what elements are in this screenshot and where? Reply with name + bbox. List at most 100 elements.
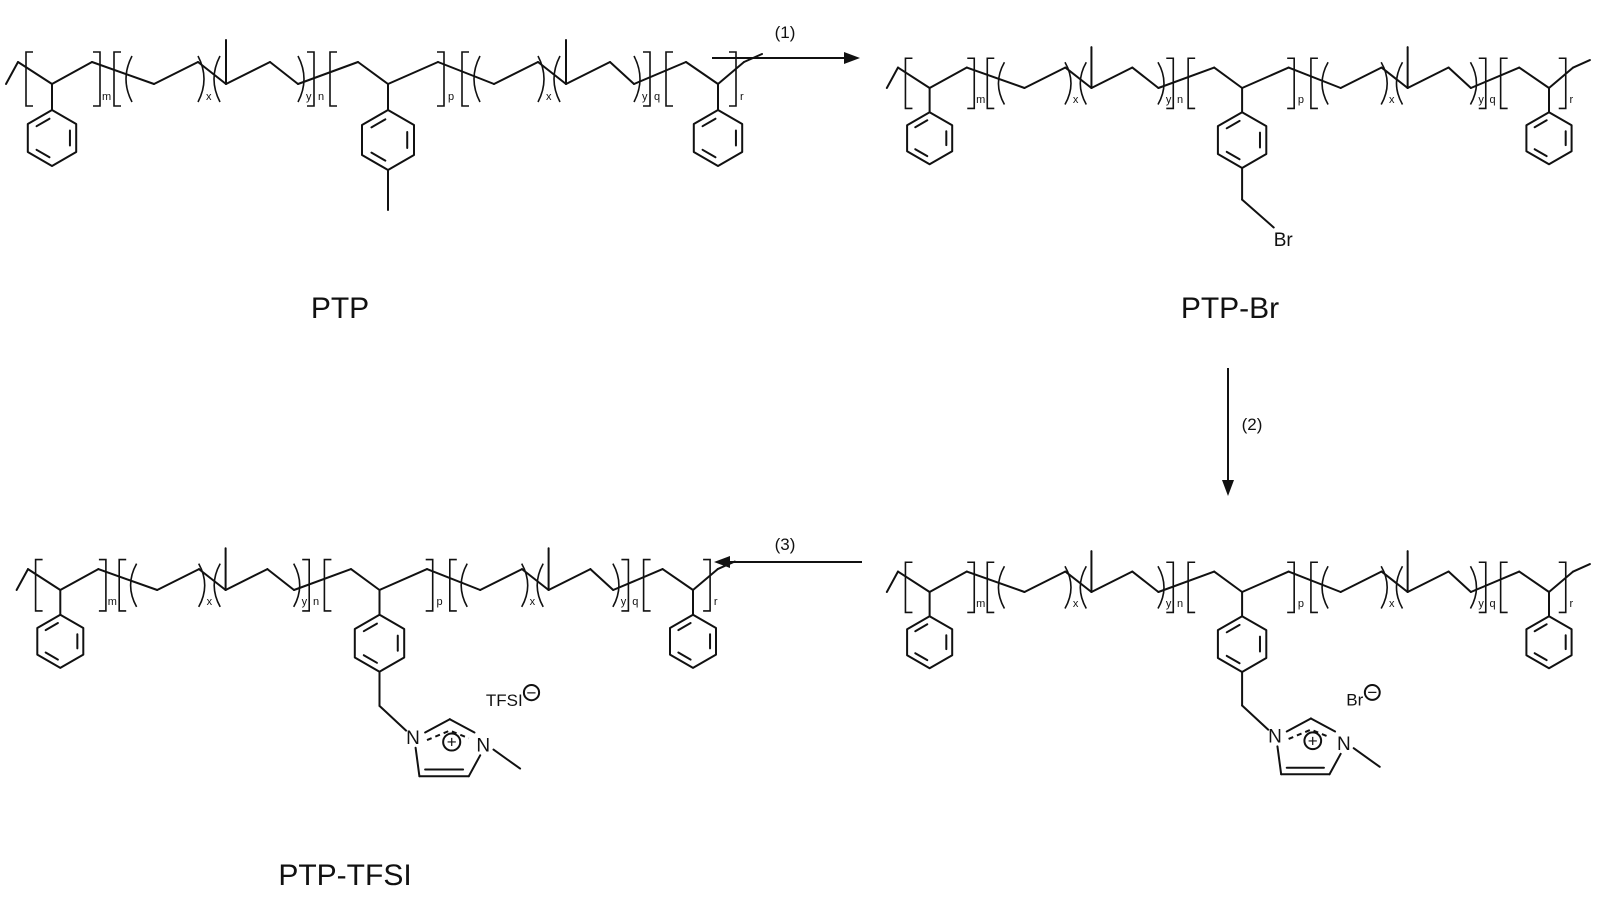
chain-bond	[378, 568, 428, 591]
chain-subscript: y	[302, 596, 308, 608]
round-parenthesis	[197, 55, 205, 103]
round-parenthesis	[633, 55, 641, 103]
ring-double-bond	[914, 148, 929, 158]
chain-subscript: x	[530, 596, 536, 608]
ring-double-bond	[1225, 654, 1241, 665]
chain-bond	[609, 61, 635, 85]
chain-bond	[350, 568, 381, 591]
chain-bond	[1339, 66, 1383, 89]
chain-bond	[15, 568, 29, 591]
n-methyl-bond	[492, 748, 522, 770]
chain-bond	[27, 568, 62, 591]
square-bracket	[1558, 561, 1567, 614]
benzene-ring	[669, 613, 717, 669]
round-parenthesis	[213, 563, 221, 608]
chain-bond	[612, 568, 664, 591]
ring-double-bond	[35, 117, 51, 128]
chain-bond	[91, 61, 155, 85]
chain-bond	[1090, 66, 1134, 89]
square-bracket	[98, 558, 107, 612]
benzene-ring	[906, 111, 954, 166]
round-parenthesis	[293, 563, 301, 608]
chain-bond	[547, 568, 592, 591]
chain-subscript: r	[1569, 598, 1573, 610]
chain-bond	[357, 61, 389, 85]
benzene-ring	[26, 109, 78, 167]
square-bracket	[967, 561, 976, 614]
chain-bond	[197, 61, 227, 85]
ch2-br-bond	[1241, 198, 1275, 229]
chain-bond	[293, 568, 352, 591]
round-parenthesis	[1469, 61, 1478, 105]
chain-subscript: y	[1478, 94, 1484, 106]
compound-label-ptp-tfsi: PTP-TFSI	[278, 859, 411, 892]
square-bracket	[1310, 57, 1318, 110]
chain-bond	[717, 61, 745, 85]
chain-subscript: n	[1177, 94, 1183, 106]
ring-bond	[424, 718, 451, 734]
round-parenthesis	[1321, 565, 1329, 609]
ring-double-bond	[1225, 119, 1241, 130]
chain-bond	[1469, 66, 1521, 89]
chain-bond	[928, 66, 968, 89]
negative-charge: −	[1367, 683, 1377, 702]
chain-bond	[198, 568, 227, 591]
ring-bond	[1285, 717, 1312, 733]
round-parenthesis	[553, 55, 561, 103]
benzene-ring	[36, 613, 85, 669]
ring-double-bond	[362, 654, 378, 664]
ch2-n-bond	[1241, 704, 1270, 731]
square-bracket	[461, 51, 469, 107]
ring-bond	[448, 718, 476, 734]
step-label-2: (2)	[1242, 415, 1263, 434]
chain-bond	[1339, 570, 1383, 593]
round-parenthesis	[1079, 565, 1087, 609]
round-parenthesis	[1380, 565, 1388, 609]
square-bracket	[1187, 561, 1196, 614]
round-parenthesis	[1395, 61, 1404, 105]
square-bracket	[425, 558, 434, 612]
chain-bond	[1090, 570, 1134, 593]
compound-label-ptp-br: PTP-Br	[1181, 292, 1279, 325]
square-bracket	[1287, 57, 1295, 110]
ch2-n-bond	[378, 704, 408, 732]
ring-double-bond	[677, 621, 692, 632]
chain-subscript: q	[632, 596, 638, 608]
square-bracket	[643, 51, 651, 107]
chain-subscript: m	[976, 598, 985, 610]
ring-double-bond	[1225, 150, 1241, 161]
delocalized-bond	[1288, 728, 1330, 740]
square-bracket	[25, 51, 33, 107]
benzene-ring	[692, 109, 744, 167]
chain-subscript: q	[654, 91, 660, 103]
chain-subscript: x	[207, 596, 213, 608]
round-parenthesis	[1157, 565, 1165, 609]
ring-bond	[467, 754, 482, 778]
square-bracket	[1499, 561, 1508, 614]
chain-bond	[1157, 570, 1216, 593]
chain-subscript: y	[621, 596, 627, 608]
chain-bond	[225, 61, 271, 85]
square-bracket	[665, 51, 673, 107]
chain-subscript: x	[206, 91, 212, 103]
arrowhead-3	[714, 556, 730, 568]
ring-double-bond	[44, 651, 59, 661]
chain-bond	[1241, 66, 1290, 89]
chain-subscript: y	[1166, 94, 1172, 106]
chain-bond	[17, 61, 53, 85]
chain-bond	[885, 66, 899, 89]
positive-charge-circle	[442, 732, 462, 752]
ring-double-bond	[1533, 119, 1548, 129]
chain-subscript: p	[448, 91, 454, 103]
chain-bond	[156, 568, 200, 591]
round-parenthesis	[1380, 61, 1388, 105]
chain-subscript: q	[1489, 598, 1495, 610]
square-bracket	[1499, 57, 1508, 110]
chain-subscript: p	[437, 596, 443, 608]
round-parenthesis	[1395, 565, 1404, 609]
ring-double-bond	[35, 148, 51, 159]
positive-charge: +	[447, 733, 457, 752]
benzene-ring	[1525, 111, 1573, 166]
